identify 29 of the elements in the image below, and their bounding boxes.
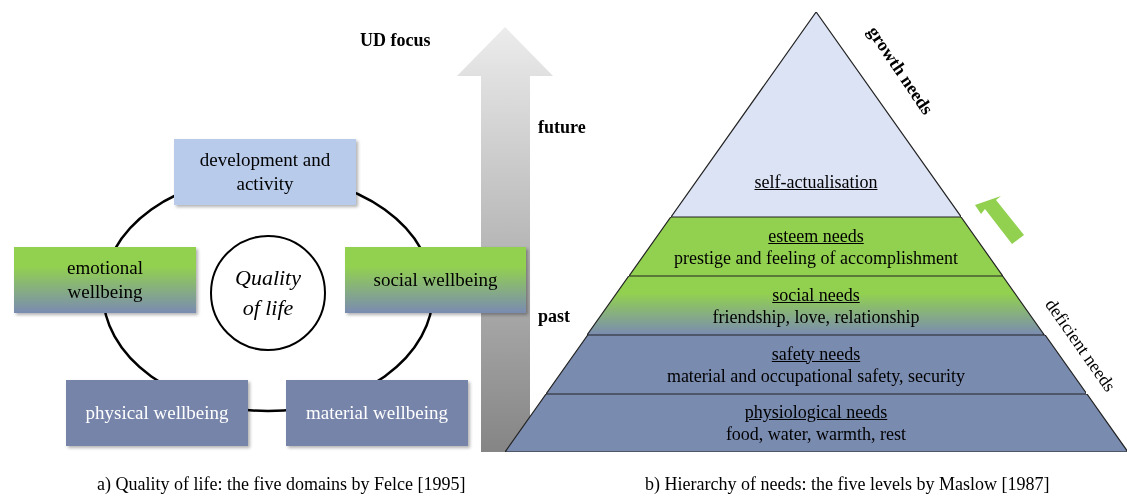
domain-box xyxy=(14,247,196,313)
center-label: Quality of life xyxy=(234,264,302,322)
level-title: esteem needs xyxy=(768,224,864,247)
domain-box xyxy=(286,380,468,446)
pyramid-level xyxy=(670,12,962,217)
domain-label: emotional wellbeing xyxy=(66,256,144,304)
domain-box xyxy=(174,139,356,205)
axis-label: future xyxy=(538,117,586,138)
domain-box xyxy=(66,380,248,446)
caption: a) Quality of life: the five domains by Felce [1995] xyxy=(97,474,466,495)
axis-title: UD focus xyxy=(360,30,431,51)
level-description: food, water, warmth, rest xyxy=(725,423,907,445)
domain-label: material wellbeing xyxy=(305,401,449,425)
level-description: friendship, love, relationship xyxy=(712,305,920,328)
domain-label: development and activity xyxy=(198,148,332,196)
level-title: physiological needs xyxy=(744,401,888,423)
pyramid-level xyxy=(504,394,1127,452)
level-description: material and occupational safety, security xyxy=(666,364,966,387)
domain-label: social wellbeing xyxy=(372,268,499,292)
level-title: social needs xyxy=(772,283,860,306)
level-title: self-actualisation xyxy=(754,171,878,193)
pyramid-level xyxy=(629,217,1003,276)
domain-label: physical wellbeing xyxy=(84,401,230,425)
axis-label: past xyxy=(538,306,570,327)
domain-box xyxy=(345,247,526,313)
caption: b) Hierarchy of needs: the five levels by Maslow [1987] xyxy=(645,474,1050,495)
level-description: prestige and feeling of accomplishment xyxy=(674,246,958,269)
pyramid-level xyxy=(587,276,1045,335)
level-title: safety needs xyxy=(771,342,861,365)
